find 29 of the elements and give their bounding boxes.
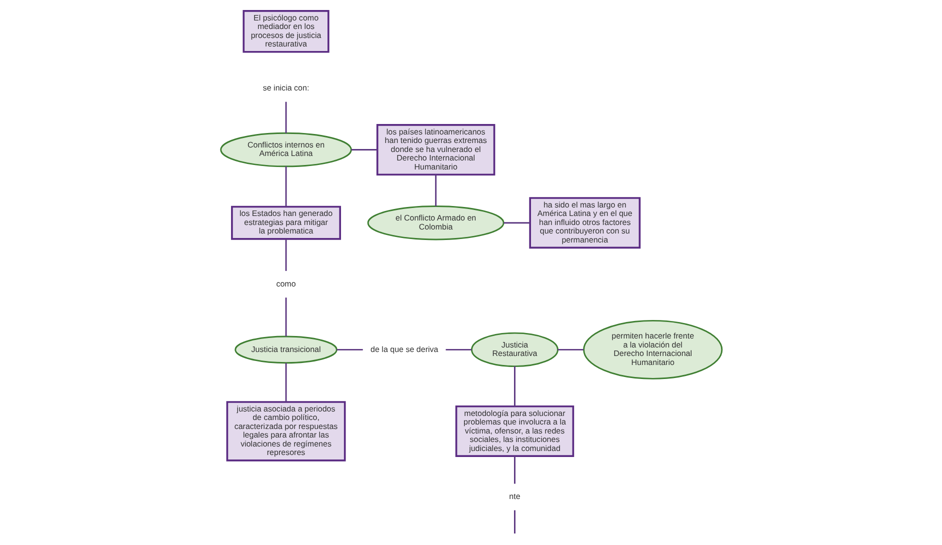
node-ellipse: Justicia Restaurativa — [470, 332, 558, 368]
connector — [445, 348, 472, 350]
connector — [284, 298, 286, 336]
connector — [503, 222, 530, 224]
connector — [514, 366, 515, 406]
node-box: ha sido el mas largo en América Latina y en el que han influido otros factores que contribuyeron con su permanencia — [528, 197, 640, 249]
node-ellipse: el Conflicto Armado en Colombia — [366, 205, 504, 240]
connector — [434, 174, 436, 206]
connector — [284, 102, 286, 134]
node-box: justicia asociada a periodos de cambio político, caracterizada por respuestas legales para afrontar las violaciones de regímenes represores — [226, 401, 346, 462]
node-text: como — [276, 279, 296, 288]
node-box: los países latinoamericanos han tenido guerras extremas donde se ha vulnerado el Derecho Internacional Humanitario — [376, 124, 495, 176]
node-box: los Estados han generado estrategias para mitigar la problematica — [230, 206, 341, 240]
node-ellipse: Conflictos internos en América Latina — [220, 132, 352, 168]
node-text: se inicia con: — [262, 83, 309, 92]
connector — [514, 456, 515, 484]
node-text: nte — [508, 492, 520, 502]
connector — [557, 348, 583, 350]
connector — [514, 510, 515, 534]
connector — [284, 239, 286, 271]
node-ellipse: Justicia transicional — [234, 336, 337, 364]
connector — [284, 362, 286, 402]
node-text: de la que se deriva — [370, 344, 438, 354]
node-box: metodología para solucionar problemas que involucra a la víctima, ofensor, a las redes sociales, las instituciones judiciales, y la comunidad — [454, 405, 574, 457]
connector — [284, 166, 286, 207]
connector — [336, 348, 362, 350]
connector — [350, 149, 377, 150]
node-ellipse: permiten hacerle frente a la violación del Derecho Internacional Humanitario — [582, 320, 722, 380]
node-box: El psicólogo como mediador en los procesos de justicia restaurativa — [242, 10, 329, 53]
